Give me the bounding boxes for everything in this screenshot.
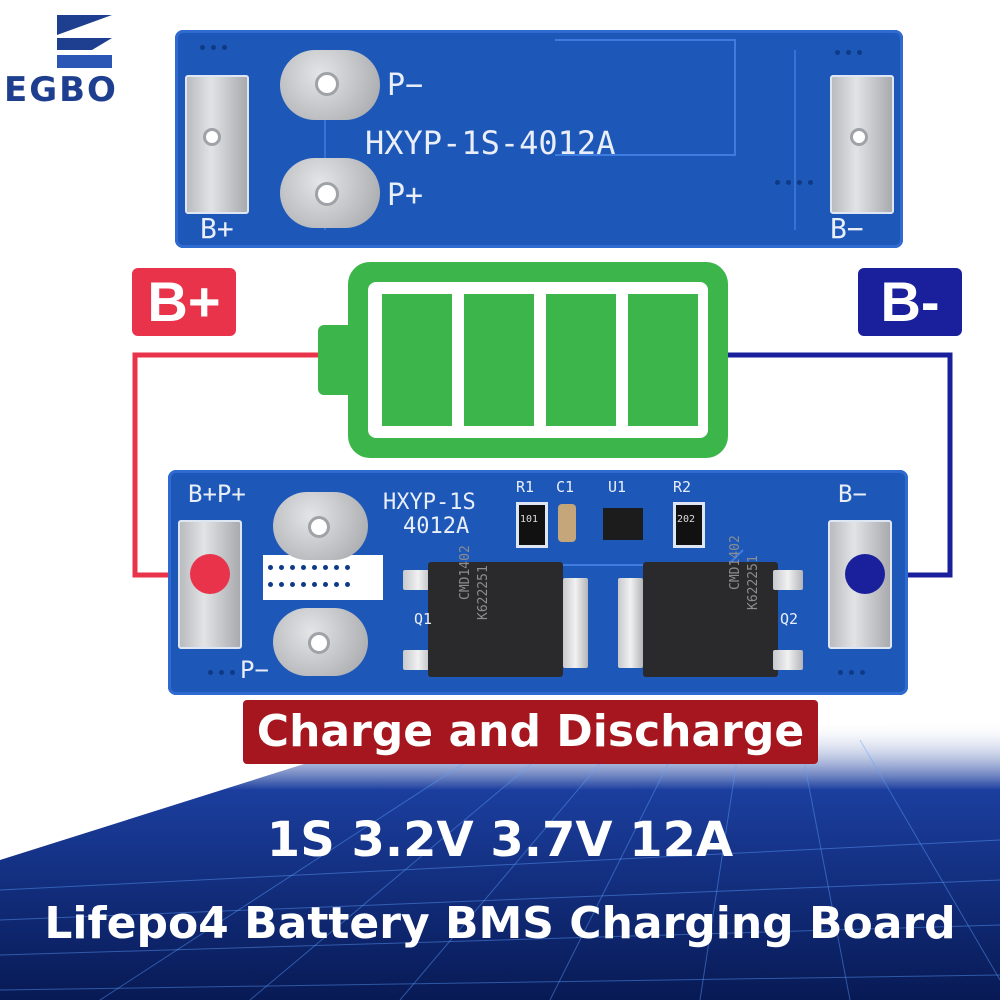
q2-drain-tab [618, 578, 643, 668]
r1-value: 101 [520, 514, 539, 525]
resistor-r2 [673, 502, 705, 548]
bottom-pad-p-plus-hole [308, 516, 330, 538]
bottom-model-line1: HXYP-1S [383, 490, 476, 515]
wire-endpoints [190, 554, 885, 594]
bottom-pcb-board: B+P+ HXYP-1S 4012A P− B− R1 C1 U1 R2 101… [168, 470, 908, 695]
top-pad-b-plus-hole [203, 128, 221, 146]
top-label-b-plus: B+ [200, 212, 234, 245]
q2-lead-top [773, 570, 803, 590]
top-pcb-board: P− HXYP-1S-4012A P+ B+ B− [175, 30, 903, 248]
top-pad-p-minus-hole [315, 72, 339, 96]
bottom-model-line2: 4012A [403, 514, 470, 539]
q2-lead-bottom [773, 650, 803, 670]
label-r1: R1 [516, 478, 535, 496]
bottom-label-bp-pp: B+P+ [188, 480, 246, 508]
label-r2: R2 [673, 478, 692, 496]
headline: 1S 3.2V 3.7V 12A [266, 812, 734, 868]
label-c1: C1 [556, 478, 575, 496]
positive-endpoint [190, 554, 230, 594]
label-q1: Q1 [414, 610, 433, 628]
mosfet-q1 [428, 562, 563, 677]
top-pad-b-minus-hole [850, 128, 868, 146]
top-label-p-plus: P+ [387, 178, 424, 213]
q1-lead-top [403, 570, 433, 590]
r2-value: 202 [677, 514, 696, 525]
caption-banner: Charge and Discharge [243, 700, 818, 764]
bottom-pad-p-minus-hole [308, 632, 330, 654]
negative-wire [725, 352, 953, 578]
capacitor-c1 [558, 504, 576, 542]
top-pad-b-plus [185, 75, 249, 214]
background-grid [0, 720, 1000, 1000]
battery-icon [318, 262, 728, 458]
top-pad-p-plus-hole [315, 182, 339, 206]
bottom-label-p-minus: P− [240, 656, 269, 684]
mosfet-q2 [643, 562, 778, 677]
bottom-label-b-minus: B− [838, 480, 867, 508]
q1-drain-tab [563, 578, 588, 668]
top-label-p-minus: P− [387, 68, 424, 103]
q1-lead-bottom [403, 650, 433, 670]
b-plus-tag: B+ [132, 268, 236, 336]
b-minus-tag: B- [858, 268, 962, 336]
top-label-b-minus: B− [830, 212, 864, 245]
logo-icon [57, 15, 112, 68]
label-q2: Q2 [780, 610, 799, 628]
logo-text: EGBO [4, 70, 118, 110]
wiring-diagram [132, 262, 953, 578]
label-u1: U1 [608, 478, 627, 496]
resistor-r1 [516, 502, 548, 548]
subheadline: Lifepo4 Battery BMS Charging Board [44, 898, 956, 949]
top-model-label: HXYP-1S-4012A [365, 124, 616, 162]
negative-endpoint [845, 554, 885, 594]
ic-u1 [603, 508, 643, 540]
